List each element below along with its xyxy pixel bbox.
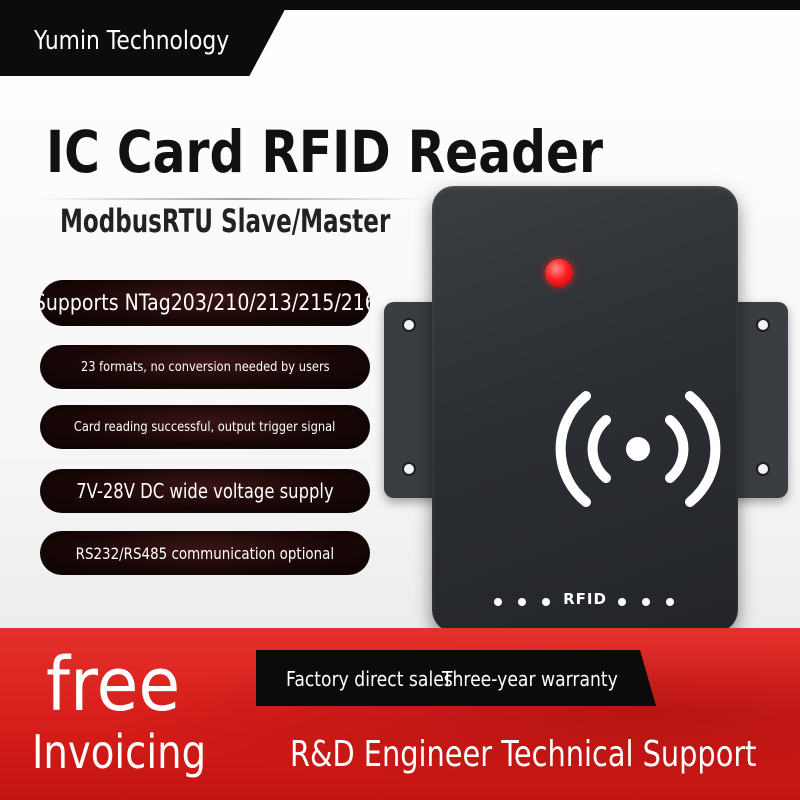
brand-name: Yumin Technology [34, 26, 230, 56]
status-led-icon [545, 259, 573, 287]
mount-hole-icon [756, 462, 770, 476]
invoicing-label: Invoicing [32, 725, 207, 779]
brand-tab [0, 0, 290, 76]
page-title: IC Card RFID Reader [46, 118, 604, 186]
device-label: RFID [563, 590, 607, 608]
indicator-dot-icon [542, 598, 550, 606]
warranty-banner [256, 650, 656, 706]
feature-label: Card reading successful, output trigger … [74, 419, 336, 435]
indicator-dot-icon [666, 598, 674, 606]
subtitle-divider [40, 198, 430, 200]
support-label: R&D Engineer Technical Support [290, 734, 757, 775]
feature-pill-formats: 23 formats, no conversion needed by user… [40, 345, 370, 389]
feature-pill-voltage: 7V-28V DC wide voltage supply [40, 469, 370, 513]
rfid-wave-icon [555, 391, 721, 507]
free-label: free [46, 642, 181, 728]
feature-pill-communication: RS232/RS485 communication optional [40, 531, 370, 575]
indicator-dot-icon [618, 598, 626, 606]
warranty-text: Three-year warranty [442, 667, 618, 691]
top-strip [0, 0, 800, 10]
factory-sales-text: Factory direct sales [286, 667, 453, 691]
feature-pill-ntag: Supports NTag203/210/213/215/216 [40, 280, 370, 326]
feature-label: 23 formats, no conversion needed by user… [80, 359, 330, 375]
indicator-dot-icon [494, 598, 502, 606]
indicator-dot-icon [642, 598, 650, 606]
feature-pill-trigger: Card reading successful, output trigger … [40, 405, 370, 449]
feature-label: Supports NTag203/210/213/215/216 [40, 290, 370, 316]
device-body: RFID [432, 186, 738, 632]
mount-hole-icon [756, 318, 770, 332]
mount-hole-icon [402, 318, 416, 332]
page-subtitle: ModbusRTU Slave/Master [60, 202, 391, 240]
feature-label: RS232/RS485 communication optional [75, 543, 335, 563]
rfid-reader-device: RFID [380, 180, 792, 640]
mount-hole-icon [402, 462, 416, 476]
indicator-dot-icon [518, 598, 526, 606]
feature-label: 7V-28V DC wide voltage supply [76, 479, 334, 503]
